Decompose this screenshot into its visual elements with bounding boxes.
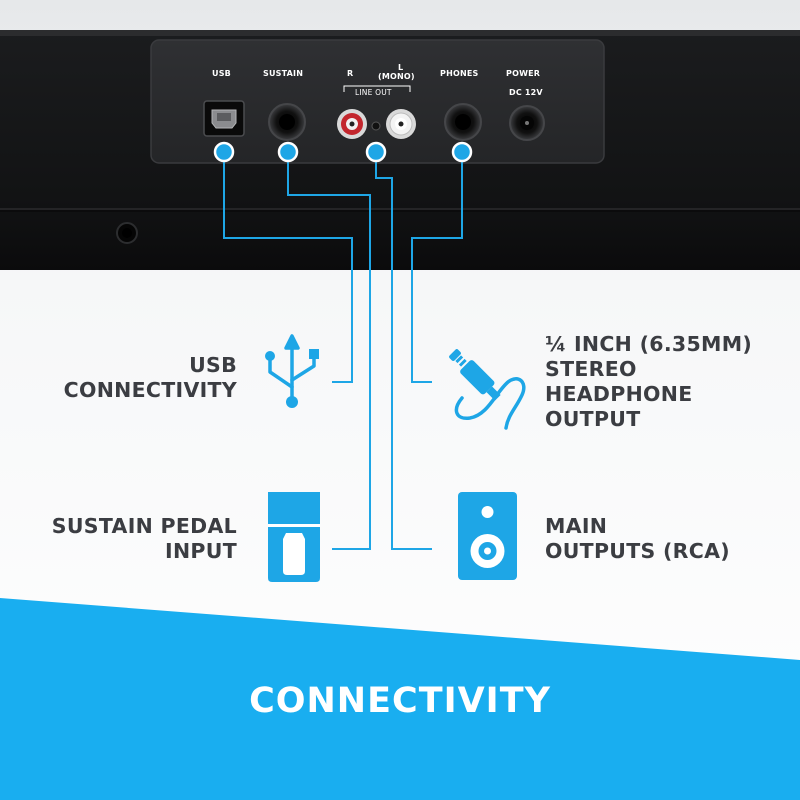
feature-line: OUTPUT [545, 407, 641, 431]
feature-line: OUTPUTS (RCA) [545, 539, 730, 563]
feature-line: SUSTAIN PEDAL [51, 514, 237, 538]
marker-line-out [365, 141, 387, 163]
marker-phones [451, 141, 473, 163]
port-markers [213, 141, 473, 163]
rca-left-jack [386, 109, 416, 139]
port-label-line-out: LINE OUT [355, 88, 392, 97]
feature-line: STEREO [545, 357, 637, 381]
feature-line: HEADPHONE [545, 382, 693, 406]
line-usb [223, 160, 353, 383]
feature-usb-connectivity: USB CONNECTIVITY [64, 353, 237, 403]
speaker-icon [458, 492, 517, 580]
rca-right-jack [337, 109, 367, 139]
line-out-bracket [343, 85, 411, 92]
sustain-jack [268, 103, 306, 141]
banner-title: CONNECTIVITY [249, 681, 551, 721]
banner-background [0, 598, 800, 800]
marker-usb [213, 141, 235, 163]
port-label-power: POWER [506, 69, 541, 78]
dc-power-jack [509, 105, 545, 141]
port-label-dc: DC 12V [509, 88, 543, 97]
feature-main-outputs: MAIN OUTPUTS (RCA) [545, 514, 730, 564]
headphone-jack-icon [449, 349, 526, 430]
usb-symbol-icon [265, 334, 319, 408]
port-label-r: R [347, 69, 354, 78]
feature-line: USB [189, 353, 237, 377]
phones-jack [444, 103, 482, 141]
feature-sustain-pedal: SUSTAIN PEDAL INPUT [52, 514, 237, 564]
feature-headphone-output: ¼ INCH (6.35MM) STEREO HEADPHONE OUTPUT [545, 332, 752, 432]
port-label-usb: USB [212, 69, 231, 78]
marker-sustain [277, 141, 299, 163]
feature-line: MAIN [545, 514, 608, 538]
line-main [375, 160, 432, 550]
line-sustain [287, 160, 371, 550]
connector-panel [150, 39, 605, 164]
feature-line: CONNECTIVITY [63, 378, 237, 402]
port-label-phones: PHONES [440, 69, 479, 78]
panel-screw [371, 121, 381, 131]
feature-line: ¼ INCH (6.35MM) [545, 332, 753, 356]
port-label-l: L [398, 63, 404, 72]
feature-line: INPUT [165, 539, 237, 563]
port-label-mono: (MONO) [378, 72, 415, 81]
port-label-sustain: SUSTAIN [263, 69, 304, 78]
line-phones [411, 160, 463, 383]
connector-lines [223, 160, 463, 550]
usb-port [203, 100, 245, 137]
sustain-pedal-icon [268, 492, 320, 582]
